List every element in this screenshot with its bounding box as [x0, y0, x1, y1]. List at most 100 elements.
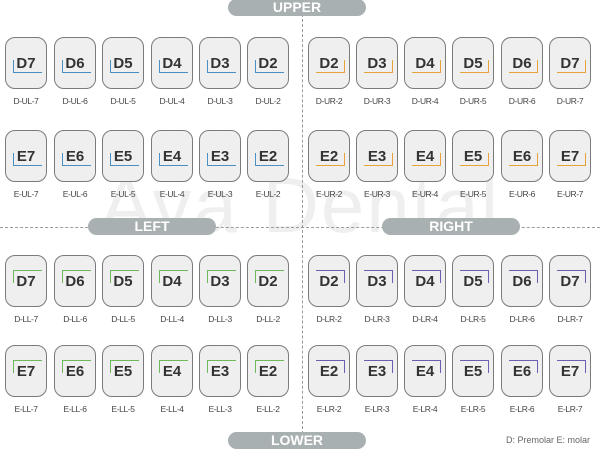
tooth-label: D-LL-6	[63, 314, 87, 324]
quadrant-bracket-icon	[255, 60, 284, 73]
tooth-e-lr-4[interactable]: E4	[404, 345, 446, 397]
tooth-code: D6	[512, 273, 532, 290]
tooth-code: E6	[65, 363, 85, 380]
quadrant-bracket-icon	[557, 153, 586, 166]
tooth-e-ll-5[interactable]: E5	[102, 345, 144, 397]
tooth-d-ll-5[interactable]: D5	[102, 255, 144, 307]
tooth-e-ur-3[interactable]: E3	[356, 130, 398, 182]
tooth-d-ll-6[interactable]: D6	[54, 255, 96, 307]
tooth-d-lr-7[interactable]: D7	[549, 255, 591, 307]
tooth-label: D-UR-5	[459, 96, 487, 106]
tooth-d-ur-5[interactable]: D5	[452, 37, 494, 89]
tooth-d-ur-7[interactable]: D7	[549, 37, 591, 89]
quadrant-bracket-icon	[110, 360, 139, 373]
tooth-e-ll-2[interactable]: E2	[247, 345, 289, 397]
quadrant-bracket-icon	[159, 60, 188, 73]
left-label: LEFT	[88, 218, 216, 235]
tooth-label: D-LR-4	[412, 314, 438, 324]
tooth-d-ll-2[interactable]: D2	[247, 255, 289, 307]
tooth-label: D-UL-5	[110, 96, 136, 106]
tooth-label: D-UR-6	[508, 96, 536, 106]
tooth-label: D-LL-7	[14, 314, 38, 324]
tooth-code: D5	[113, 55, 133, 72]
tooth-code: D2	[319, 273, 339, 290]
quadrant-bracket-icon	[159, 270, 188, 283]
tooth-e-ur-2[interactable]: E2	[308, 130, 350, 182]
right-label: RIGHT	[382, 218, 520, 235]
quadrant-bracket-icon	[364, 270, 393, 283]
quadrant-bracket-icon	[62, 360, 91, 373]
tooth-d-ul-3[interactable]: D3	[199, 37, 241, 89]
quadrant-bracket-icon	[207, 360, 236, 373]
tooth-e-lr-7[interactable]: E7	[549, 345, 591, 397]
tooth-e-ll-4[interactable]: E4	[151, 345, 193, 397]
tooth-d-lr-6[interactable]: D6	[501, 255, 543, 307]
tooth-label: D-UR-2	[315, 96, 343, 106]
tooth-label: E-UR-5	[460, 189, 486, 199]
tooth-label: E-UR-4	[412, 189, 438, 199]
quadrant-bracket-icon	[62, 60, 91, 73]
tooth-code: E7	[16, 148, 36, 165]
tooth-e-ul-5[interactable]: E5	[102, 130, 144, 182]
tooth-e-ul-2[interactable]: E2	[247, 130, 289, 182]
tooth-code: D5	[463, 273, 483, 290]
tooth-label: E-UR-6	[509, 189, 535, 199]
quadrant-bracket-icon	[62, 153, 91, 166]
lower-label: LOWER	[228, 432, 366, 449]
quadrant-bracket-icon	[207, 153, 236, 166]
tooth-d-lr-5[interactable]: D5	[452, 255, 494, 307]
quadrant-bracket-icon	[316, 270, 345, 283]
tooth-e-lr-3[interactable]: E3	[356, 345, 398, 397]
tooth-e-ll-3[interactable]: E3	[199, 345, 241, 397]
tooth-label: D-LR-2	[316, 314, 342, 324]
tooth-d-ll-4[interactable]: D4	[151, 255, 193, 307]
tooth-e-ur-5[interactable]: E5	[452, 130, 494, 182]
tooth-e-ur-4[interactable]: E4	[404, 130, 446, 182]
tooth-d-ul-2[interactable]: D2	[247, 37, 289, 89]
tooth-d-ur-2[interactable]: D2	[308, 37, 350, 89]
tooth-code: D5	[113, 273, 133, 290]
tooth-d-lr-3[interactable]: D3	[356, 255, 398, 307]
tooth-e-ll-6[interactable]: E6	[54, 345, 96, 397]
tooth-e-ll-7[interactable]: E7	[5, 345, 47, 397]
tooth-label: E-UL-6	[62, 189, 88, 199]
tooth-e-ul-4[interactable]: E4	[151, 130, 193, 182]
tooth-d-ul-5[interactable]: D5	[102, 37, 144, 89]
tooth-label: E-LR-6	[509, 404, 535, 414]
tooth-d-lr-2[interactable]: D2	[308, 255, 350, 307]
quadrant-bracket-icon	[509, 360, 538, 373]
tooth-e-lr-2[interactable]: E2	[308, 345, 350, 397]
tooth-code: D4	[415, 273, 435, 290]
tooth-e-ul-7[interactable]: E7	[5, 130, 47, 182]
tooth-d-ul-4[interactable]: D4	[151, 37, 193, 89]
tooth-d-ul-7[interactable]: D7	[5, 37, 47, 89]
tooth-code: E7	[16, 363, 36, 380]
tooth-d-lr-4[interactable]: D4	[404, 255, 446, 307]
tooth-code: D4	[415, 55, 435, 72]
tooth-d-ur-3[interactable]: D3	[356, 37, 398, 89]
upper-label: UPPER	[228, 0, 366, 16]
tooth-d-ur-4[interactable]: D4	[404, 37, 446, 89]
midline-vertical	[302, 14, 303, 434]
tooth-d-ll-3[interactable]: D3	[199, 255, 241, 307]
quadrant-bracket-icon	[557, 60, 586, 73]
tooth-code: D7	[560, 55, 580, 72]
tooth-d-ll-7[interactable]: D7	[5, 255, 47, 307]
tooth-e-lr-6[interactable]: E6	[501, 345, 543, 397]
quadrant-bracket-icon	[460, 153, 489, 166]
tooth-d-ur-6[interactable]: D6	[501, 37, 543, 89]
tooth-e-ul-3[interactable]: E3	[199, 130, 241, 182]
tooth-code: D4	[162, 273, 182, 290]
quadrant-bracket-icon	[460, 60, 489, 73]
tooth-code: D3	[210, 273, 230, 290]
tooth-code: E5	[463, 363, 483, 380]
tooth-e-lr-5[interactable]: E5	[452, 345, 494, 397]
quadrant-bracket-icon	[110, 60, 139, 73]
tooth-e-ur-6[interactable]: E6	[501, 130, 543, 182]
quadrant-bracket-icon	[364, 360, 393, 373]
tooth-d-ul-6[interactable]: D6	[54, 37, 96, 89]
tooth-code: D5	[463, 55, 483, 72]
tooth-e-ur-7[interactable]: E7	[549, 130, 591, 182]
tooth-e-ul-6[interactable]: E6	[54, 130, 96, 182]
quadrant-bracket-icon	[255, 153, 284, 166]
